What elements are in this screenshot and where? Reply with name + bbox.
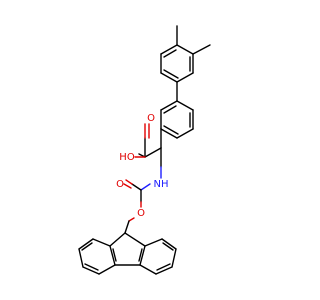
- fluorene-ring-system: [78, 232, 177, 275]
- amino-acid-backbone: [134, 123, 162, 179]
- methyl-groups: [176, 25, 211, 55]
- phenylene-ring: [160, 100, 194, 139]
- carbamate-oxygen-label: O: [116, 179, 124, 190]
- molecule-structure: O HO NH O O: [78, 25, 211, 275]
- carbamate-group: [123, 179, 151, 234]
- amine-label: NH: [154, 179, 169, 190]
- ether-oxygen-label: O: [137, 208, 145, 219]
- carbonyl-oxygen-label: O: [147, 113, 155, 124]
- dimethylphenyl-ring: [160, 44, 194, 83]
- hydroxyl-label: HO: [119, 152, 135, 163]
